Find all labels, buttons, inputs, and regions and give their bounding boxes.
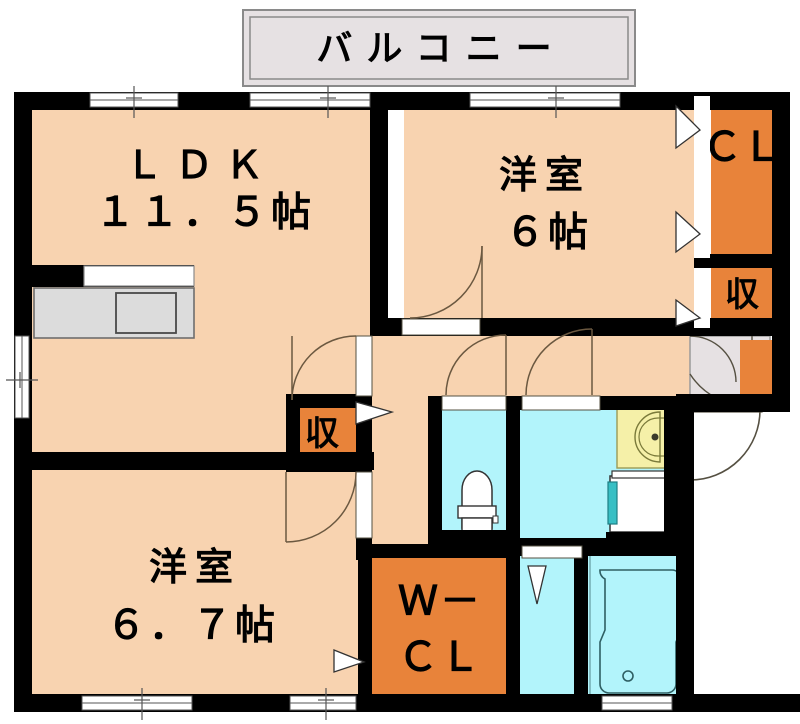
window-ldk-left [6,335,38,419]
door-bath [521,545,583,559]
toilet [457,470,499,533]
balcony-area: バルコニー [242,9,636,87]
door-ldk-swing [291,335,357,401]
bedroom2-name-label: 洋室 [149,546,241,589]
wall-bath-divider [574,556,588,712]
vanity-faucet [651,433,659,441]
wall-wcl-left [358,544,372,712]
closet-top-label: 収 [725,276,759,314]
wall-ldk-bottom [14,452,374,470]
window-washitsu-top [469,86,621,118]
window-bath-bottom [601,695,673,711]
washer-drain-accent [607,481,618,525]
door-washroom [521,328,601,411]
window-bedroom-bottom-1 [81,688,193,720]
closet-top-slide-marker [675,298,702,327]
wall-cl-divider [694,254,774,268]
wall-closet-mid-top [286,394,372,408]
closets: ＣＬ 収 収 Ｗ－ ＣＬ [288,96,782,712]
ldk-name-label: ＬＤＫ [125,145,275,187]
genkan-inner-door-swing-2 [689,335,737,383]
washitsu-name-label: 洋室 [499,154,591,197]
wall-entrance-bottom [676,394,774,412]
window-ldk-top [89,86,179,118]
kitchen-stove [115,292,177,334]
door-bedroom2 [285,471,373,543]
bedroom2-area-label: ６．７帖 [106,604,278,648]
wall-toilet-left [428,396,442,544]
room-labels: ＬＤＫ １１．５帖 洋室 ６帖 洋室 ６．７帖 [95,145,591,648]
washitsu-fill [404,92,694,328]
washbasin-vanity [616,405,670,469]
closet-top-sliding-track [694,268,710,328]
closet-door-markers [333,104,702,673]
doors [285,245,601,559]
wall-toilet-bottom [428,530,520,544]
wall-outer-right [772,92,790,412]
toilet-lever [492,515,499,524]
cl-sliding-track [694,96,710,258]
bedroom2-slide-marker [333,649,366,673]
closet-top-fill [711,266,773,328]
cl-label-line1: ＣＬ [702,126,782,170]
kitchen-upper-cabinet [83,265,195,287]
door-bedroom2-swing [285,471,357,543]
washitsu-area-label: ６帖 [505,211,591,255]
balcony-label: バルコニー [316,28,565,69]
wcl-label-line2: ＣＬ [398,636,482,680]
wall-ldk-right [370,92,388,332]
door-washitsu-threshold [401,318,481,336]
window-ldk-top-2 [249,86,371,118]
front-door-swing [689,409,761,481]
door-washroom-threshold [521,395,601,411]
window-bedroom-bottom-2 [289,688,357,720]
door-washroom-swing [525,328,593,396]
wcl-fill [372,556,508,712]
ldk-area-label: １１．５帖 [95,191,315,235]
door-toilet-swing [445,334,507,396]
door-ldk [291,335,373,401]
balcony-inner-outline [249,16,629,80]
windows [6,86,673,720]
closet-mid-slide-marker [355,401,395,425]
door-ldk-threshold [355,335,373,397]
bathtub-drain [622,670,634,682]
vanity-basin-outer [634,411,661,463]
wall-washroom-right [664,396,678,546]
wall-right-lower [676,394,694,712]
bathtub [527,556,682,712]
cl-slide-marker-1 [675,104,701,150]
door-washitsu [401,245,483,336]
bedroom2-fill [18,468,370,712]
door-toilet-threshold [441,395,507,411]
vanity-basin-inner [638,417,659,457]
door-bedroom2-threshold [355,471,373,539]
wall-washroom-bottom-right [606,532,678,546]
toilet-tank [457,505,497,519]
cl-slide-marker-2 [675,210,702,254]
door-toilet [441,334,507,411]
toilet-base [461,517,493,533]
closet-mid-label: 収 [305,415,339,453]
shower-marker [527,565,547,605]
wall-closet-mid-bottom [286,458,372,472]
wall-bath-left [506,544,520,712]
wall-toilet-right [506,396,520,544]
wall-closet-mid-left [286,394,300,472]
kitchen-counter [18,265,195,339]
bathtub-outline [599,569,682,694]
cl-closet-fill [711,96,773,258]
door-washitsu-swing [409,245,483,319]
wcl-label-line1: Ｗ－ [398,580,482,624]
door-bath-threshold [521,545,583,559]
wall-wcl-top [358,544,514,558]
